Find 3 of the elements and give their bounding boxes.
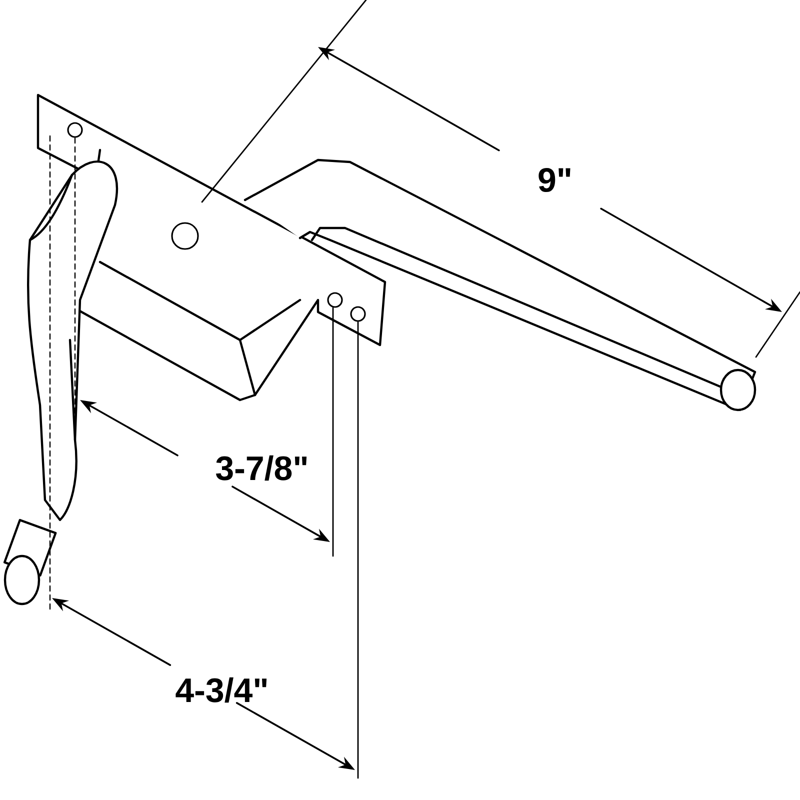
dimension-label: 4-3/4" xyxy=(176,677,267,703)
dimension-label: 3-7/8" xyxy=(216,455,307,481)
dimension-label: 9" xyxy=(538,168,570,192)
